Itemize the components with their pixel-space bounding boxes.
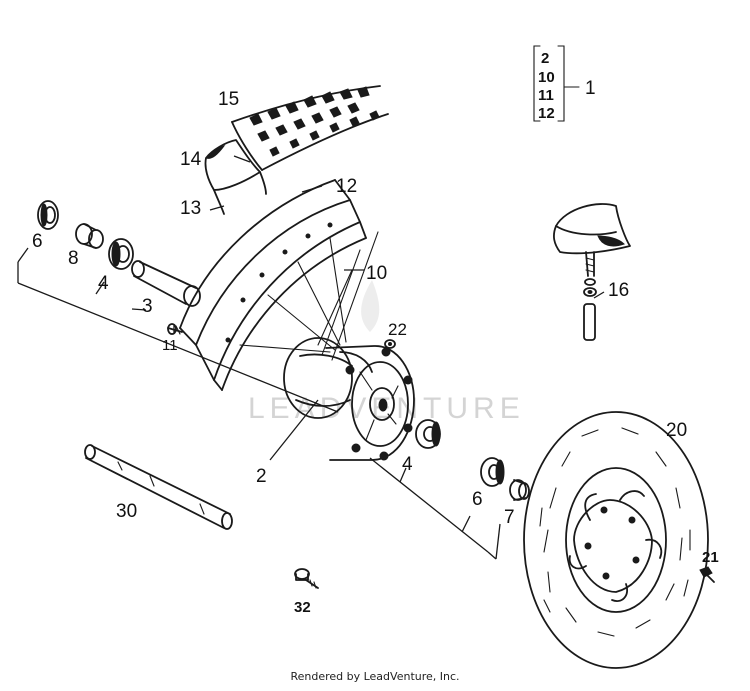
kit-item-2: 2 bbox=[541, 50, 549, 67]
callout-15: 15 bbox=[218, 89, 239, 110]
kit-group: 2 10 11 12 1 bbox=[533, 45, 596, 122]
bolt-32 bbox=[294, 568, 319, 589]
left-bearing-parts bbox=[37, 200, 201, 335]
watermark-flame-icon bbox=[361, 280, 380, 332]
kit-label-1: 1 bbox=[585, 78, 596, 99]
callout-4-left: 4 bbox=[98, 273, 109, 294]
callout-10: 10 bbox=[366, 263, 387, 284]
callout-20: 20 bbox=[666, 420, 687, 441]
callout-22: 22 bbox=[388, 320, 407, 339]
lower-assembly-line bbox=[369, 457, 501, 560]
callout-6-right: 6 bbox=[472, 489, 483, 510]
hub-illustration bbox=[283, 337, 415, 461]
nut-22 bbox=[384, 339, 396, 349]
right-bearing-parts bbox=[415, 419, 530, 501]
callout-21: 21 bbox=[702, 549, 719, 566]
callout-14: 14 bbox=[180, 149, 202, 170]
brake-disc-illustration bbox=[523, 411, 709, 669]
callout-13: 13 bbox=[180, 198, 201, 219]
callout-16: 16 bbox=[608, 280, 629, 301]
callout-32: 32 bbox=[294, 599, 311, 616]
callout-2: 2 bbox=[256, 466, 267, 487]
kit-item-11: 11 bbox=[538, 87, 554, 104]
kit-item-12: 12 bbox=[538, 105, 555, 122]
upper-assembly-line bbox=[17, 247, 339, 413]
callout-4-right: 4 bbox=[402, 454, 413, 475]
valve-parts bbox=[553, 203, 631, 341]
kit-item-10: 10 bbox=[538, 69, 555, 86]
rim-illustration bbox=[179, 179, 379, 391]
callout-11: 11 bbox=[162, 337, 178, 354]
callout-6-left: 6 bbox=[32, 231, 43, 252]
disc-bolt-21 bbox=[699, 566, 715, 583]
callout-3: 3 bbox=[142, 296, 153, 317]
callout-8: 8 bbox=[68, 248, 79, 269]
credit-text: Rendered by LeadVenture, Inc. bbox=[290, 670, 460, 683]
callout-30: 30 bbox=[116, 501, 137, 522]
callout-12: 12 bbox=[336, 176, 357, 197]
axle-illustration bbox=[84, 444, 233, 530]
callout-numbers: 15 14 13 12 10 6 8 4 3 11 22 16 2 4 6 7 … bbox=[32, 89, 719, 616]
tire-illustration bbox=[204, 85, 389, 215]
callout-7: 7 bbox=[504, 507, 515, 528]
leader-lines bbox=[209, 155, 605, 461]
